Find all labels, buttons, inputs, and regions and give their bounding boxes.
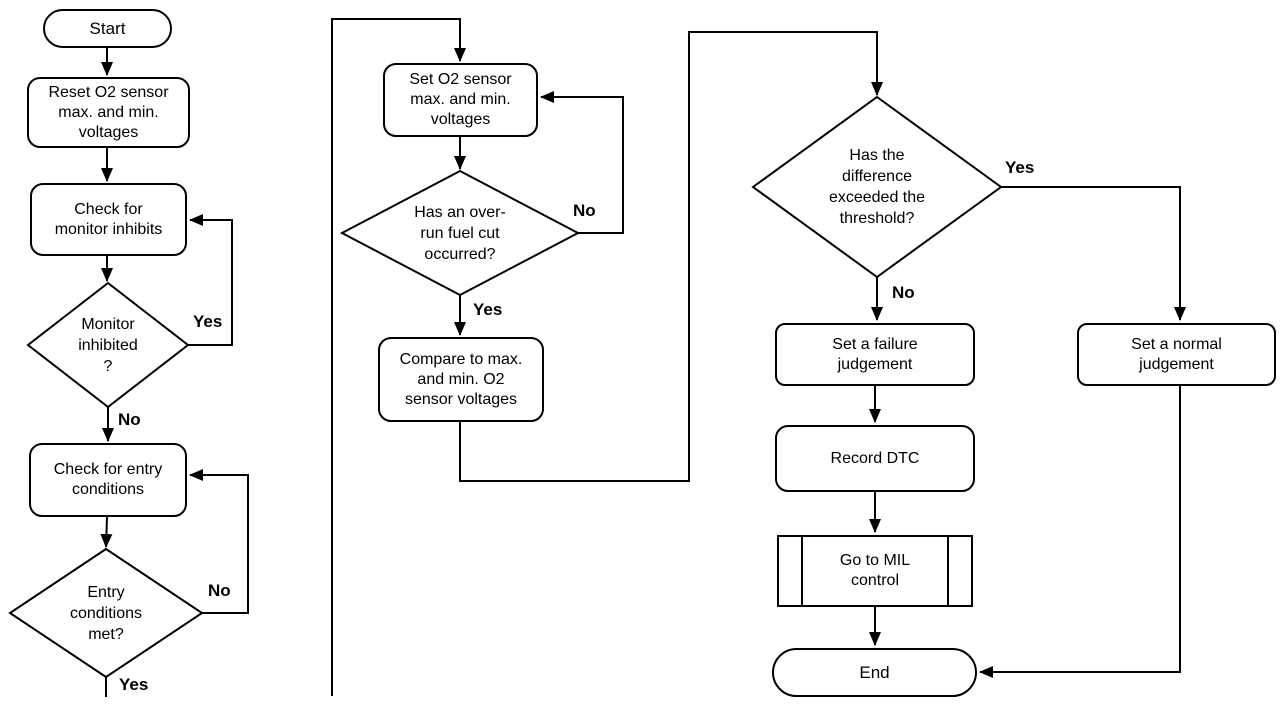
edge-entry-no-loop xyxy=(189,469,249,614)
edge-label-monitor-inhibited-no: No xyxy=(117,410,142,429)
decision-overrun-fuel-cut-label: Has an over- run fuel cut occurred? xyxy=(414,203,506,263)
edge-monitor-yes-loop xyxy=(188,214,233,346)
decision-difference-exceeded-label: Has the difference exceeded the threshol… xyxy=(828,147,926,227)
decision-monitor-inhibited-label: Monitor inhibited ? xyxy=(78,315,138,375)
node-reset-voltages: Reset O2 sensor max. and min. voltages xyxy=(27,77,190,148)
decision-entry-conditions-label: Entry conditions met? xyxy=(69,583,143,643)
node-start: Start xyxy=(43,9,172,48)
node-go-to-mil-control: Go to MIL control xyxy=(777,535,973,607)
edge-difference-yes xyxy=(1001,186,1186,321)
decision-entry-conditions-shape xyxy=(8,547,204,679)
edge-label-overrun-no: No xyxy=(572,201,597,220)
node-check-monitor-inhibits: Check for monitor inhibits xyxy=(30,183,187,256)
node-set-voltages: Set O2 sensor max. and min. voltages xyxy=(383,63,538,137)
node-set-failure-judgement: Set a failure judgement xyxy=(775,323,975,386)
edge-overrun-no-loop xyxy=(540,91,624,234)
node-compare-voltages: Compare to max. and min. O2 sensor volta… xyxy=(378,337,544,422)
edge-label-difference-yes: Yes xyxy=(1004,158,1036,177)
edge-label-entry-conditions-no: No xyxy=(207,581,232,600)
node-end: End xyxy=(772,648,977,697)
decision-monitor-inhibited-shape xyxy=(26,281,190,409)
decision-overrun-fuel-cut-shape xyxy=(339,169,581,297)
edge-label-monitor-inhibited-yes: Yes xyxy=(192,312,224,331)
edge-label-difference-no: No xyxy=(891,283,916,302)
node-check-entry-conditions: Check for entry conditions xyxy=(29,443,187,517)
edge-compare-to-difference xyxy=(459,31,883,482)
edge-check-entry-to-decision xyxy=(100,516,113,548)
edge-label-entry-conditions-yes: Yes xyxy=(118,675,150,694)
decision-difference-exceeded-shape xyxy=(751,95,1003,279)
edge-normal-to-end xyxy=(979,386,1181,678)
node-record-dtc: Record DTC xyxy=(775,425,975,492)
edge-label-overrun-yes: Yes xyxy=(472,300,504,319)
node-set-normal-judgement: Set a normal judgement xyxy=(1077,323,1276,386)
edge-feed-to-set-voltages xyxy=(331,18,466,696)
